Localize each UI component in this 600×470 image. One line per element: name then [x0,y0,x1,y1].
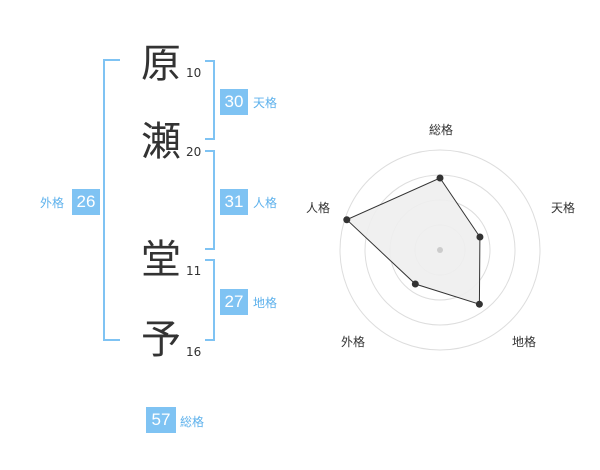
gaikaku-label: 外格 [40,196,65,210]
name-char-2: 瀬 [141,119,181,165]
name-char-3: 堂 [141,237,181,283]
gaikaku-value: 26 [72,189,100,215]
chikaku-label: 地格 [253,296,278,310]
radar-point-1 [436,174,444,182]
axis-label-tenkaku: 天格 [551,200,575,215]
tenkaku-value: 30 [220,89,248,115]
radar-center-dot [437,247,443,253]
radar-point-2 [476,233,484,241]
radar-area [345,177,481,305]
jinkaku-label: 人格 [253,196,278,210]
axis-label-jinkaku: 人格 [306,200,330,215]
chikaku-value: 27 [220,289,248,315]
stroke-count-3: 11 [186,264,202,278]
stroke-count-2: 20 [186,145,202,159]
name-char-4: 予 [141,317,181,363]
radar-point-4 [411,280,419,288]
axis-label-soukaku: 総格 [429,122,453,137]
soukaku-label: 総格 [180,415,205,429]
radar-ring [339,149,541,351]
stroke-count-4: 16 [186,345,202,359]
axis-label-gaikaku: 外格 [341,334,365,349]
jinkaku-value: 31 [220,189,248,215]
tenkaku-label: 天格 [253,96,278,110]
name-char-1: 原 [141,41,181,87]
axis-label-chikaku: 地格 [512,334,536,349]
radar-point-3 [475,300,483,308]
stroke-count-1: 10 [186,66,202,80]
soukaku-value: 57 [146,407,176,433]
radar-point-5 [343,216,351,224]
